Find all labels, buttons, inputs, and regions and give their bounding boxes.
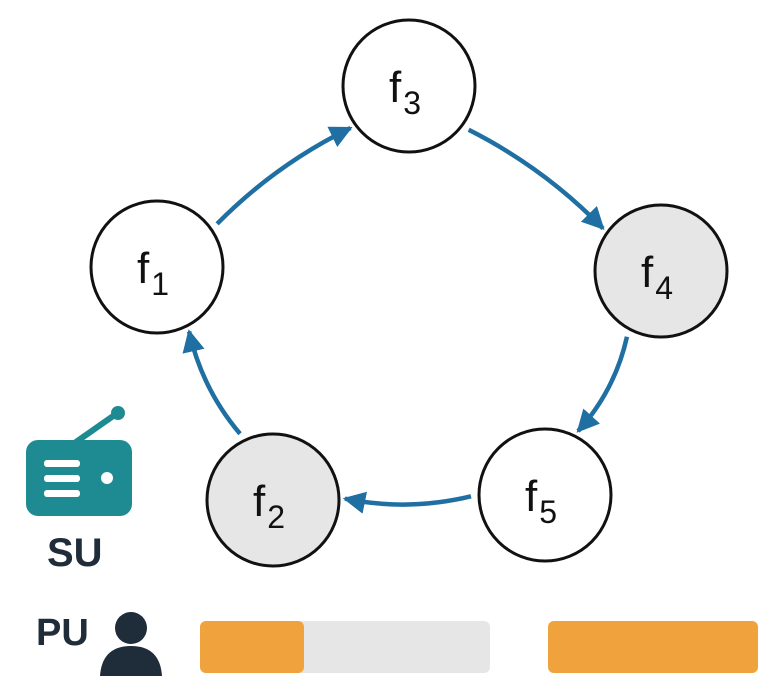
node-f1-label: f1: [137, 244, 169, 302]
pu-label: PU: [36, 612, 89, 654]
node-f5-circle: [477, 427, 613, 563]
person-icon: [100, 612, 162, 676]
arrow-f1-to-f3: [215, 125, 353, 226]
node-f2-label: f2: [253, 477, 285, 535]
arrow-f4-to-f5: [576, 336, 630, 433]
node-f5-label: f5: [525, 472, 557, 530]
node-f3-label: f3: [389, 63, 421, 121]
node-f4-label: f4: [641, 248, 673, 306]
radio-icon: [26, 406, 132, 516]
node-f1-circle: [89, 199, 225, 335]
node-f5: f5: [477, 427, 613, 563]
node-f3-circle: [341, 18, 477, 154]
arrow-f3-to-f4: [467, 127, 605, 231]
node-f2-circle: [205, 432, 341, 568]
pu-bar-2-occupied: [548, 621, 758, 673]
node-f3: f3: [341, 18, 477, 154]
arrow-f2-to-f1: [182, 329, 242, 436]
pu-bar-1-occupied: [200, 621, 305, 673]
node-f2: f2: [205, 432, 341, 568]
node-f4: f4: [593, 203, 729, 339]
su-label: SU: [47, 531, 103, 575]
node-f1: f1: [89, 199, 225, 335]
node-f4-circle: [593, 203, 729, 339]
pu-bar-1-track: [200, 621, 490, 673]
arrow-f5-to-f2: [342, 491, 472, 514]
pu-bar-2-track: [548, 621, 758, 673]
